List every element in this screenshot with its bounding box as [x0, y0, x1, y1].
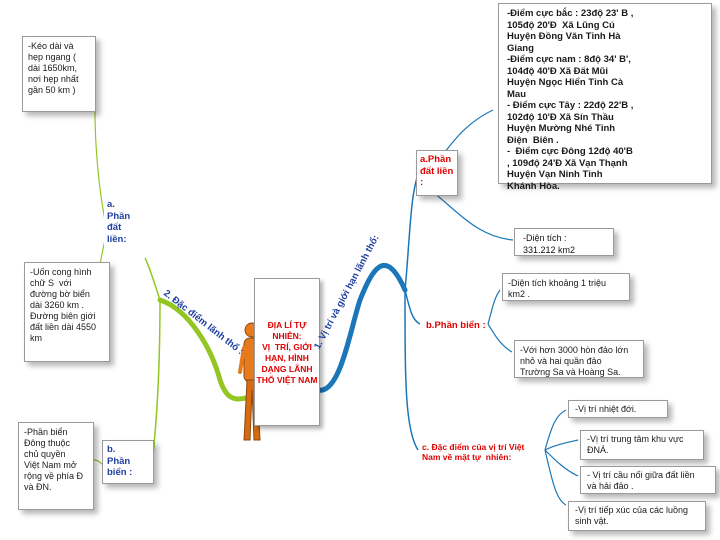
branch2-b-node[interactable]: b. Phần biển :	[102, 440, 154, 484]
area-note[interactable]: -Diện tích : 331.212 km2	[514, 228, 614, 256]
c-item-1[interactable]: -Vị trí nhiệt đới.	[568, 400, 668, 418]
c-item-3[interactable]: - Vị trí cầu nối giữa đất liền và hải đả…	[580, 466, 716, 494]
coast-note[interactable]: -Uốn cong hình chữ S với đường bờ biển d…	[24, 262, 110, 362]
branch2-a-link	[145, 258, 160, 300]
branch1-c-node[interactable]: c. Đặc điểm của vị trí Việt Nam về mặt t…	[422, 442, 524, 462]
b-area-link	[488, 290, 500, 324]
branch1-b-node[interactable]: b.Phần biển :	[426, 320, 486, 331]
c-item4-link	[545, 450, 566, 505]
c-item-2[interactable]: -Vị trí trung tâm khu vực ĐNÁ.	[580, 430, 704, 460]
extremes-note[interactable]: -Điểm cực bắc : 23độ 23' B , 105độ 20'Đ …	[498, 3, 712, 184]
c-item2-link	[545, 440, 578, 450]
branch2-a-node[interactable]: a. Phần đất liền:	[104, 196, 142, 254]
sea-area-note[interactable]: -Diện tích khoảng 1 triệu km2 .	[502, 273, 630, 301]
sea-note[interactable]: -Phần biển Đông thuộc chủ quyền Việt Nam…	[18, 422, 94, 510]
c-item-4[interactable]: -Vị trí tiếp xúc của các luồng sinh vật.	[568, 501, 706, 531]
branch1-a-node[interactable]: a.Phần đất liền :	[416, 150, 458, 196]
islands-note[interactable]: -Với hơn 3000 hòn đảo lớn nhỏ và hai quầ…	[514, 340, 644, 378]
center-title: ĐỊA LÍ TỰ NHIÊN: VỊ TRÍ, GIỚI HẠN, HÌNH …	[244, 320, 330, 386]
shape-note[interactable]: -Kéo dài và hẹp ngang ( dài 1650km, nơi …	[22, 36, 96, 112]
branch1-b-link	[405, 290, 420, 324]
b-islands-link	[488, 324, 512, 352]
